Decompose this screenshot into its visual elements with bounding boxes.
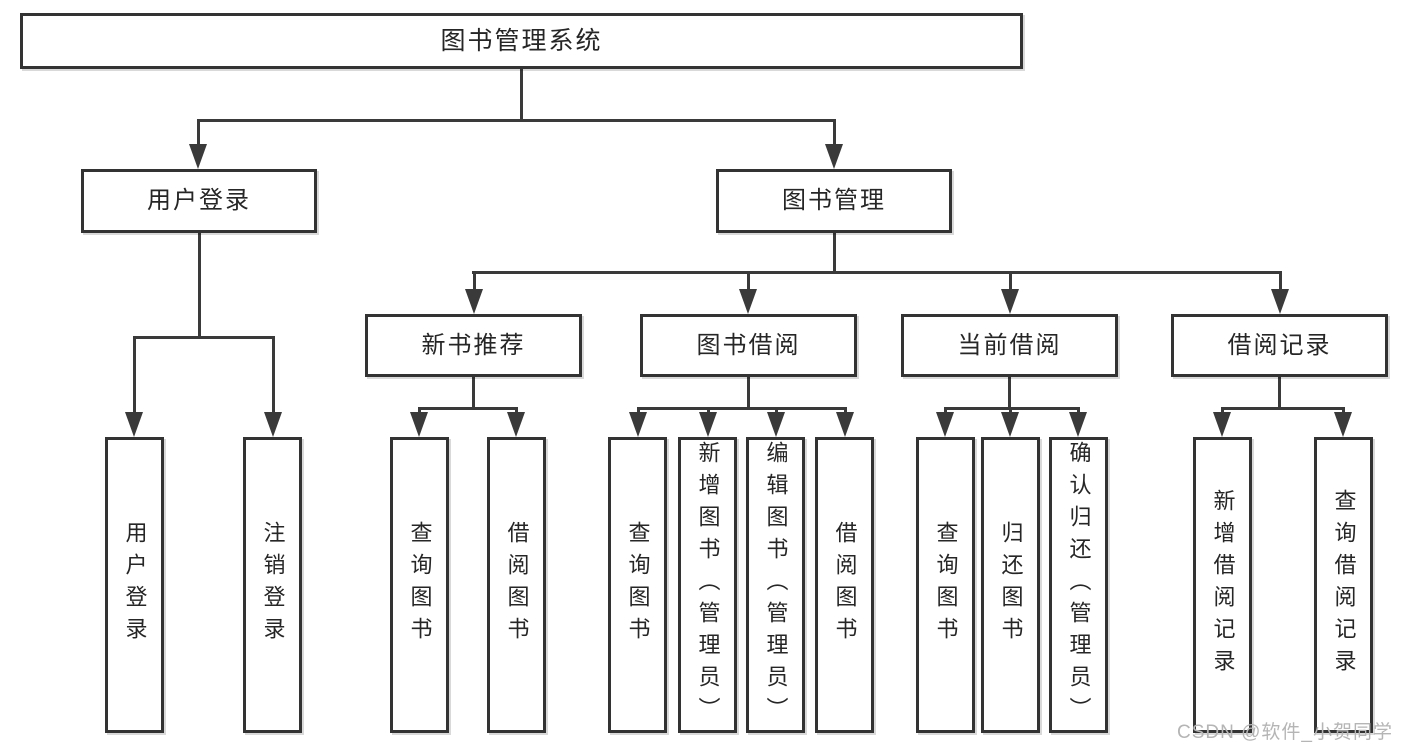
leaf-user-login: 用户登录 [105,437,164,733]
leaf-return-book: 归还图书 [981,437,1040,733]
leaf-borrow-books: 借阅图书 [815,437,874,733]
connector-leaf-shaft [1342,407,1345,415]
node-new-book-recommend: 新书推荐 [365,314,582,377]
arrow-down-icon [1001,412,1019,437]
connector-l3-shaft [747,271,750,292]
leaf-query-borrow-record: 查询借阅记录 [1314,437,1373,733]
arrow-down-icon [825,144,843,169]
arrow-down-icon [507,412,525,437]
connector-borrow-records-split [1221,407,1345,410]
arrow-down-icon [699,412,717,437]
node-book-management: 图书管理 [716,169,952,233]
connector-new-book-split [418,407,518,410]
leaf-borrow-books-recommend-label: 借阅图书 [504,521,530,649]
connector-level3-split [472,271,1281,274]
connector-root-stem [520,69,523,122]
arrow-down-icon [739,289,757,314]
leaf-user-login-label: 用户登录 [122,521,148,649]
leaf-confirm-return-admin-label: 确认归还（管理员） [1066,441,1092,729]
node-current-borrow-label: 当前借阅 [957,331,1062,359]
leaf-return-book-label: 归还图书 [998,521,1024,649]
arrow-down-icon [465,289,483,314]
connector-leaf-shaft [133,336,136,415]
leaf-query-books-borrow: 查询图书 [608,437,667,733]
arrow-down-icon [936,412,954,437]
leaf-query-borrow-record-label: 查询借阅记录 [1331,489,1357,681]
connector-current-borrow-split [944,407,1080,410]
node-current-borrow: 当前借阅 [901,314,1118,377]
leaf-add-borrow-record: 新增借阅记录 [1193,437,1252,733]
leaf-query-books-borrow-label: 查询图书 [625,521,651,649]
arrow-down-icon [410,412,428,437]
connector-new-book-stem [472,377,475,410]
arrow-down-icon [125,412,143,437]
connector-current-borrow-stem [1008,377,1011,410]
leaf-query-books-recommend: 查询图书 [390,437,449,733]
connector-leaf-shaft [637,407,640,415]
leaf-borrow-books-recommend: 借阅图书 [487,437,546,733]
leaf-query-books-current-label: 查询图书 [933,521,959,649]
connector-level2-split [197,119,835,122]
arrow-down-icon [1069,412,1087,437]
leaf-logout: 注销登录 [243,437,302,733]
connector-book-mgmt-stem [833,233,836,274]
connector-l3-shaft [1279,271,1282,292]
arrow-down-icon [264,412,282,437]
connector-leaf-shaft [1009,407,1012,415]
node-new-book-recommend-label: 新书推荐 [421,331,526,359]
node-borrow-records-label: 借阅记录 [1227,331,1332,359]
leaf-edit-book-admin: 编辑图书（管理员） [746,437,805,733]
connector-book-borrow-split [637,407,847,410]
node-user-login-group: 用户登录 [81,169,317,233]
leaf-query-books-recommend-label: 查询图书 [407,521,433,649]
connector-leaf-shaft [844,407,847,415]
connector-leaf-shaft [272,336,275,415]
leaf-add-borrow-record-label: 新增借阅记录 [1210,489,1236,681]
node-book-borrow-label: 图书借阅 [696,331,801,359]
connector-leaf-shaft [1077,407,1080,415]
node-book-borrow: 图书借阅 [640,314,857,377]
connector-l3-shaft [1009,271,1012,292]
connector-borrow-records-stem [1278,377,1281,410]
node-user-login-group-label: 用户登录 [147,187,251,214]
leaf-confirm-return-admin: 确认归还（管理员） [1049,437,1108,733]
watermark: CSDN @软件_小贺同学 [1177,722,1393,743]
node-borrow-records: 借阅记录 [1171,314,1388,377]
node-book-management-label: 图书管理 [782,187,886,214]
connector-l3-shaft [473,271,476,292]
connector-leaf-shaft [1221,407,1224,415]
connector-leaf-shaft [944,407,947,415]
arrow-down-icon [1213,412,1231,437]
arrow-down-icon [1001,289,1019,314]
leaf-edit-book-admin-label: 编辑图书（管理员） [763,441,789,729]
connector-leaf-shaft [707,407,710,415]
leaf-add-book-admin: 新增图书（管理员） [678,437,737,733]
leaf-logout-label: 注销登录 [260,521,286,649]
arrow-down-icon [1271,289,1289,314]
connector-book-borrow-stem [747,377,750,410]
arrow-down-icon [189,144,207,169]
arrow-down-icon [767,412,785,437]
arrow-down-icon [836,412,854,437]
leaf-add-book-admin-label: 新增图书（管理员） [695,441,721,729]
connector-user-login-stem [198,233,201,339]
arrow-down-icon [1334,412,1352,437]
connector-leaf-shaft [775,407,778,415]
connector-book-mgmt-shaft [833,119,836,147]
arrow-down-icon [629,412,647,437]
leaf-query-books-current: 查询图书 [916,437,975,733]
connector-user-login-split [133,336,275,339]
node-root-label: 图书管理系统 [440,26,603,55]
connector-user-login-shaft [197,119,200,147]
leaf-borrow-books-label: 借阅图书 [832,521,858,649]
connector-leaf-shaft [515,407,518,415]
node-root: 图书管理系统 [20,13,1023,69]
connector-leaf-shaft [418,407,421,415]
